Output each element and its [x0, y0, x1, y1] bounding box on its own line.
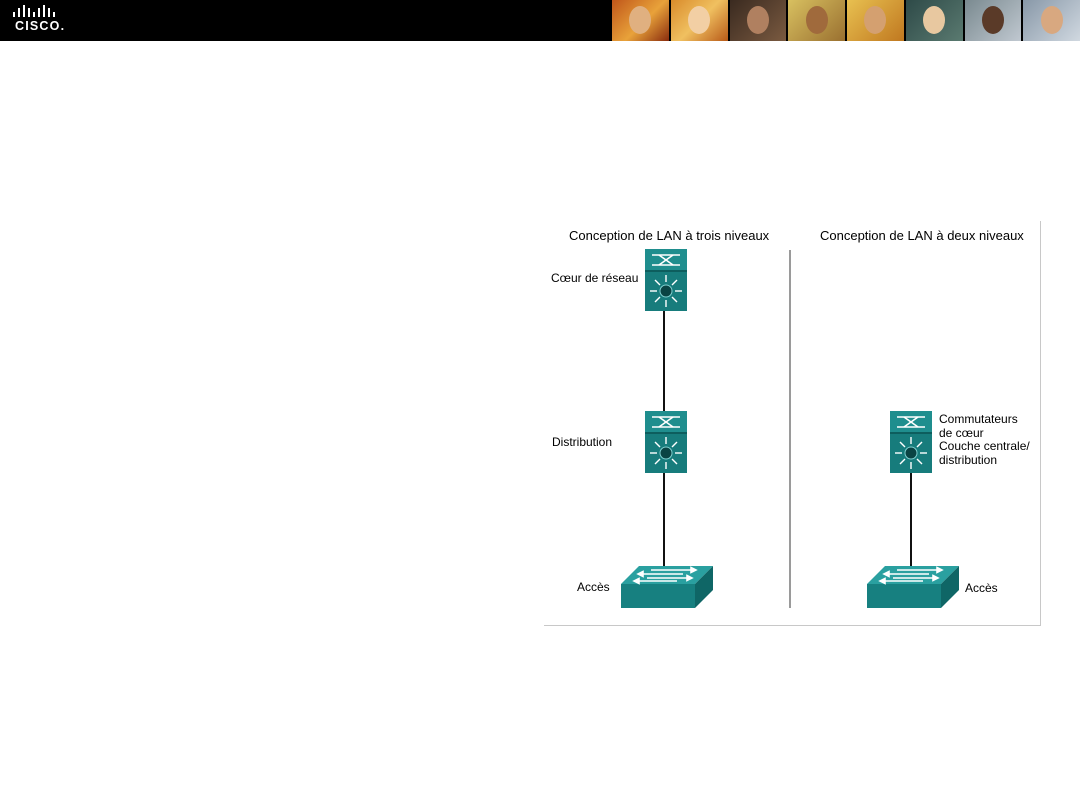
header-bar: CISCO.: [0, 0, 1080, 41]
collapsed-core-label-line-4: distribution: [939, 453, 998, 467]
workgroup-switch-icon: [621, 566, 713, 608]
people-photo-strip: [612, 0, 1080, 41]
diagram-frame: [544, 221, 1041, 626]
cisco-bridge-icon: [13, 5, 55, 17]
tier-divider: [789, 250, 791, 608]
photo-tile: [847, 0, 904, 41]
cisco-logo: CISCO.: [12, 5, 64, 37]
photo-tile: [612, 0, 669, 41]
collapsed-core-access-link: [910, 472, 912, 568]
access-label-two-tier: Accès: [965, 581, 998, 595]
core-distribution-link: [663, 309, 665, 413]
photo-tile: [670, 0, 728, 41]
three-tier-title: Conception de LAN à trois niveaux: [569, 228, 770, 243]
photo-tile: [1023, 0, 1080, 41]
multilayer-switch-icon: [890, 411, 932, 473]
photo-tile: [905, 0, 963, 41]
cisco-wordmark: CISCO.: [15, 19, 66, 33]
photo-tile: [788, 0, 845, 41]
collapsed-core-label-line-2: de cœur: [939, 426, 984, 440]
distribution-access-link: [663, 472, 665, 568]
workgroup-switch-icon: [867, 566, 959, 608]
photo-tile: [729, 0, 787, 41]
core-label: Cœur de réseau: [551, 271, 639, 285]
multilayer-switch-icon: [645, 249, 687, 311]
two-tier-title: Conception de LAN à deux niveaux: [820, 228, 1024, 243]
access-label-three-tier: Accès: [577, 580, 610, 594]
collapsed-core-label-line-3: Couche centrale/: [939, 439, 1030, 453]
multilayer-switch-icon: [645, 411, 687, 473]
collapsed-core-label-line-1: Commutateurs: [939, 412, 1018, 426]
distribution-label: Distribution: [552, 435, 613, 449]
photo-tile: [964, 0, 1022, 41]
